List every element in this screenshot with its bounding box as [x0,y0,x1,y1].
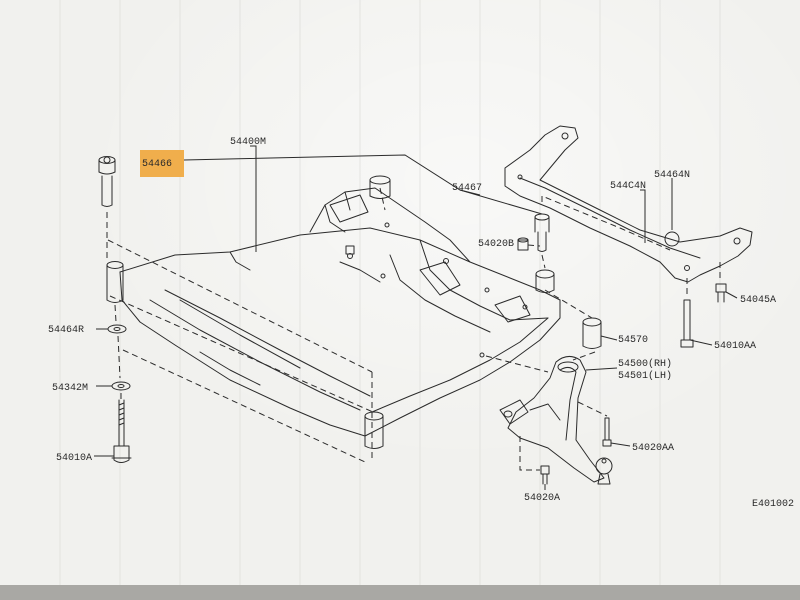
bolt-54020a [540,465,550,485]
stabilizer-bar [504,125,753,283]
link-bolt-54467 [534,213,550,252]
ball-joint [595,457,613,485]
label-54020b: 54020B [478,239,514,250]
nut-54020b [517,237,529,251]
label-54500-rh: 54500(RH) [618,358,672,370]
label-54342m: 54342M [52,383,88,394]
label-54020a: 54020A [524,493,560,504]
monitor-bezel [0,585,800,600]
label-54464n: 54464N [654,170,690,181]
leader-lines [94,145,738,490]
front-left-mount [364,411,384,449]
front-suspension-member [119,175,561,437]
label-54020aa: 54020AA [632,443,674,454]
stabilizer-bushing [664,231,680,247]
arm-front-bushing [499,399,529,425]
callout-labels: 54400M 54466 54467 54020B 544C4N 54464N … [48,137,794,510]
label-54010aa: 54010AA [714,341,756,352]
label-54466: 54466 [142,159,172,170]
highlight-marker [140,150,184,177]
label-54400m: 54400M [230,137,266,148]
transverse-link [507,356,605,483]
bolt-54010a [111,399,132,463]
label-54501-lh: 54501(LH) [618,370,672,382]
label-54467: 54467 [452,183,482,194]
bolt-54020aa [602,417,612,447]
figure-code: E401002 [752,499,794,510]
label-54045a: 54045A [740,295,776,306]
assembly-lines [106,187,721,471]
screen-moire [59,0,721,600]
label-54570: 54570 [618,335,648,346]
label-54464r: 54464R [48,325,84,336]
upper-bolt [98,156,116,207]
label-54010a: 54010A [56,453,92,464]
label-544c4n: 544C4N [610,181,646,192]
